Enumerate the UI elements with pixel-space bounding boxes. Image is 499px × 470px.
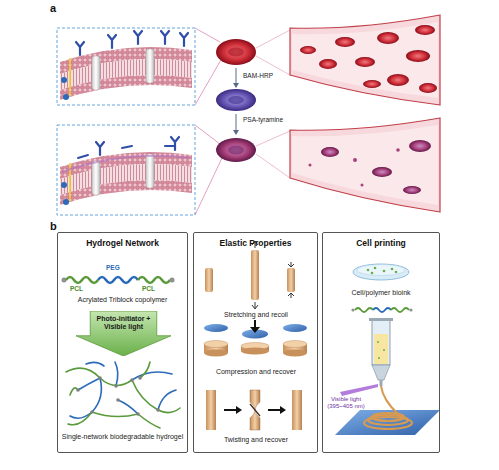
arrow-text: Photo-initiator + Visible light [90, 315, 157, 331]
panel-box: Elastic Properties [193, 232, 318, 453]
panel-letter: a [50, 2, 64, 15]
reagent-label: BAM-HRP [243, 72, 287, 79]
caption-text: Compression and recover [196, 368, 316, 376]
caption-text: Twisting and recover [196, 436, 316, 444]
panel-box: Cell printing [322, 232, 440, 453]
light-label: Visible light (395~405 nm) [323, 396, 369, 410]
block-label: PCL [142, 285, 162, 292]
caption-text: Cell/polymer bioink [325, 289, 437, 297]
arrow-outline [76, 311, 171, 356]
caption-text: Single-network biodegradable hydrogel [60, 433, 185, 441]
caption-text: Stretching and recoil [196, 311, 316, 319]
panel-heading: Hydrogel Network [58, 238, 187, 248]
block-label: PCL [70, 285, 90, 292]
panel-letter: b [50, 220, 64, 233]
block-label: PEG [106, 264, 126, 271]
caption-text: Acrylated Triblock copolymer [60, 296, 185, 304]
process-arrow: Photo-initiator + Visible light [76, 311, 171, 356]
panel-heading: Elastic Properties [194, 238, 317, 248]
panel-heading: Cell printing [323, 238, 439, 248]
reagent-label: PSA-tyramine [243, 116, 289, 123]
panel-box: Hydrogel NetworkPhoto-initiator + Visibl… [57, 232, 188, 453]
